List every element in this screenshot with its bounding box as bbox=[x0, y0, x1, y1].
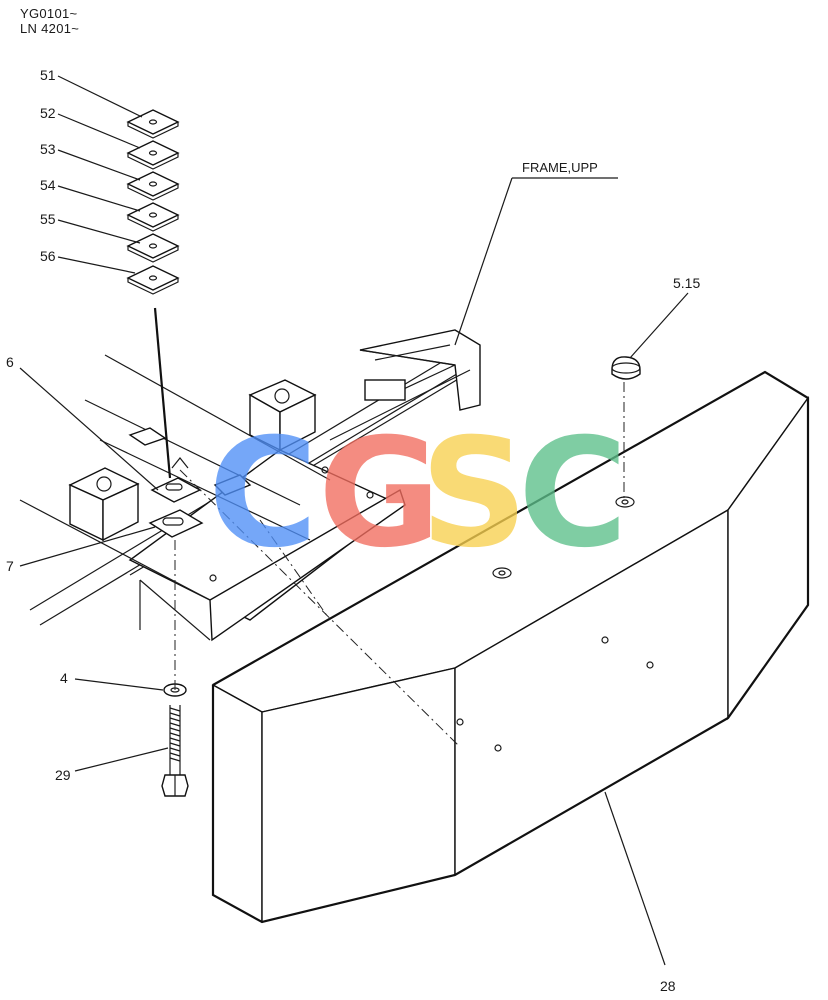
callout-29: 29 bbox=[55, 767, 71, 783]
mount-block-front bbox=[68, 467, 140, 542]
watermark-letter-s: S bbox=[420, 407, 528, 581]
cap-part-5-15 bbox=[611, 356, 641, 380]
shim-stack bbox=[126, 109, 180, 295]
callout-7: 7 bbox=[6, 558, 14, 574]
shim-part-6 bbox=[150, 477, 202, 503]
callout-55: 55 bbox=[40, 211, 56, 227]
cgsc-watermark: C G S C bbox=[208, 407, 628, 581]
shim-part-56 bbox=[126, 265, 180, 295]
shim-part-53 bbox=[126, 171, 180, 201]
counterweight-part-28 bbox=[211, 370, 810, 924]
callout-53: 53 bbox=[40, 141, 56, 157]
frame-upp-label: FRAME,UPP bbox=[522, 160, 598, 175]
leader-lines bbox=[19, 75, 689, 966]
shim-pointer bbox=[153, 307, 172, 479]
bolt-part-29 bbox=[161, 705, 189, 797]
watermark-letter-c1: C bbox=[208, 407, 318, 581]
callout-5-15: 5.15 bbox=[673, 275, 700, 291]
callout-52: 52 bbox=[40, 105, 56, 121]
callout-54: 54 bbox=[40, 177, 56, 193]
shim-part-7 bbox=[148, 509, 204, 538]
callout-4: 4 bbox=[60, 670, 68, 686]
shim-part-52 bbox=[126, 140, 180, 170]
serial-line-2: LN 4201~ bbox=[20, 21, 80, 36]
upper-frame bbox=[19, 329, 481, 642]
callout-56: 56 bbox=[40, 248, 56, 264]
watermark-letter-g: G bbox=[318, 407, 441, 581]
callout-labels: 51 52 53 54 55 56 6 7 4 29 5.15 28 FRAME… bbox=[6, 67, 700, 994]
callout-6: 6 bbox=[6, 354, 14, 370]
shim-part-55 bbox=[126, 233, 180, 263]
callout-28: 28 bbox=[660, 978, 676, 994]
pin-axis-line bbox=[179, 469, 459, 746]
serial-line-1: YG0101~ bbox=[20, 6, 78, 21]
callout-51: 51 bbox=[40, 67, 56, 83]
mount-block-rear bbox=[248, 379, 317, 452]
watermark-letter-c2: C bbox=[518, 407, 628, 581]
shim-part-54 bbox=[126, 202, 180, 232]
